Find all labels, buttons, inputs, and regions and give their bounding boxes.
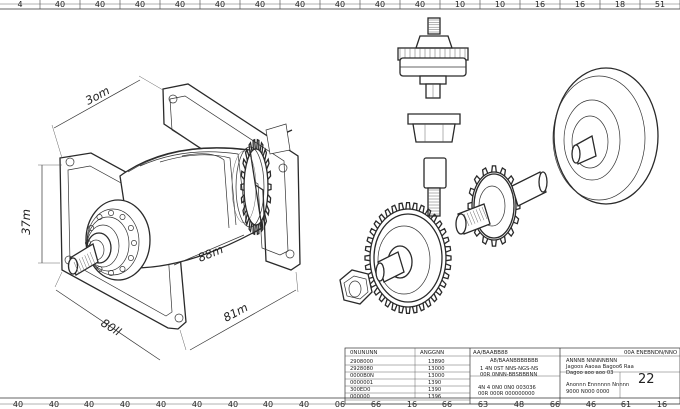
pinion-gear-part <box>455 165 548 247</box>
zone-label-bottom: 40 <box>263 400 273 409</box>
title-block-right-line-1: Jagoos Aaoaa Bagoo6 Raa <box>565 364 634 370</box>
zone-label-bottom: 40 <box>156 400 166 409</box>
title-block-right-code: 00A ENEBNDN/NNO <box>624 350 677 356</box>
zone-label-bottom: 40 <box>84 400 94 409</box>
dimension-lines <box>38 75 299 361</box>
title-block-row-value: 1390 <box>428 380 441 386</box>
title-block-mid-sub: A8/BAANBBBBBBB <box>490 358 539 364</box>
zone-label-bottom: 40 <box>192 400 202 409</box>
zone-label-top: 18 <box>615 0 625 9</box>
zone-label-top: 40 <box>335 0 345 9</box>
title-block-row-value: 13000 <box>428 373 445 379</box>
motor-housing-body <box>119 123 293 269</box>
sheet-number: 22 <box>638 372 655 387</box>
zone-label-bottom: 66 <box>371 400 381 409</box>
title-block-right-header: ANNNB NNNNNBNN <box>566 358 617 364</box>
dimension-mount-width: 81m <box>221 300 250 324</box>
top-spur-gear-part <box>397 17 469 99</box>
rear-gear-ring <box>240 138 272 236</box>
pulley-disc-part <box>552 67 659 205</box>
title-block-left-header-2: ANGGNN <box>420 350 444 356</box>
title-block-mid-line-2: 00R 0NNN-BBSBBBNN <box>480 372 537 378</box>
zone-label-bottom: 48 <box>514 400 524 409</box>
bottom-zone-ticks: 40 40 40 40 40 40 40 40 40 06 66 16 66 63 48 66 46 61 16 <box>13 400 667 409</box>
front-bearing-stack <box>67 199 151 281</box>
title-block-row-value: 1390 <box>428 387 441 393</box>
zone-label-top: 16 <box>575 0 585 9</box>
zone-label-bottom: 16 <box>657 400 667 409</box>
zone-label-top: 10 <box>495 0 505 9</box>
zone-label-bottom: 40 <box>13 400 23 409</box>
title-block-left-header-1: 0NUNUNN <box>350 350 377 356</box>
pinion-gear-teeth <box>467 165 521 247</box>
dimension-base-length: 80ll <box>98 316 124 339</box>
zone-label-top: 40 <box>135 0 145 9</box>
large-spur-gear-part <box>364 201 452 315</box>
title-block-right-extra-1: Anonnn Ennnnnn Nnnnn <box>566 382 629 388</box>
title-block-row-code: 000000 <box>350 394 370 400</box>
title-block-row-code: 0000001 <box>350 380 373 386</box>
zone-label-bottom: 46 <box>586 400 596 409</box>
zone-label-bottom: 40 <box>299 400 309 409</box>
zone-label-bottom: 16 <box>407 400 417 409</box>
hex-collar-part <box>407 113 461 143</box>
title-block-row-value: 1396 <box>428 394 441 400</box>
zone-label-bottom: 40 <box>49 400 59 409</box>
zone-label-bottom: 40 <box>228 400 238 409</box>
bolt-part <box>423 157 447 217</box>
zone-label-top: 10 <box>455 0 465 9</box>
title-block-mid-bottom-2: 00R 000R 000000000 <box>478 391 535 397</box>
zone-label-top: 40 <box>215 0 225 9</box>
zone-label-bottom: 63 <box>478 400 488 409</box>
title-block-row-code: 2908000 <box>350 359 373 365</box>
top-zone-ticks: 4 40 40 40 40 40 40 40 40 40 40 10 10 16 16 18 51 <box>17 0 680 9</box>
zone-label-bottom: 06 <box>335 400 345 409</box>
title-block-left-rows: 2908000 13890 2928080 13000 0000B0N 13000 0000… <box>350 359 445 400</box>
main-assembly-view: 3om 37m 88m 81m 80ll <box>19 75 301 361</box>
title-block-row-value: 13890 <box>428 359 445 365</box>
exploded-parts-view <box>339 17 659 315</box>
zone-label-top: 40 <box>295 0 305 9</box>
zone-label-bottom: 66 <box>442 400 452 409</box>
dimension-height: 37m <box>19 209 33 235</box>
hex-nut-part <box>339 269 373 305</box>
title-block-right-line-2: Dagoo aoo aoo 03 <box>566 370 613 376</box>
zone-label-top: 40 <box>415 0 425 9</box>
title-block-mid-header: AA/BAABB88 <box>473 350 508 356</box>
zone-label-top: 40 <box>375 0 385 9</box>
title-block-row-code: 2928080 <box>350 366 373 372</box>
title-block-mid-bottom-1: 4N 4 0N0 0N0 003036 <box>478 385 536 391</box>
zone-label-top: 16 <box>535 0 545 9</box>
title-block-right-extra-2: 9000 N000 0000 <box>566 389 609 395</box>
zone-label-top: 40 <box>55 0 65 9</box>
title-block-row-code: 300ED0 <box>350 387 370 393</box>
zone-label-top: 40 <box>255 0 265 9</box>
zone-label-bottom: 66 <box>550 400 560 409</box>
zone-label-top: 51 <box>655 0 665 9</box>
zone-label-top: 40 <box>175 0 185 9</box>
title-block: 0NUNUNN ANGGNN 2908000 13890 2928080 13000 0… <box>344 347 680 405</box>
front-shaft-thread <box>73 251 96 275</box>
zone-label-bottom: 40 <box>120 400 130 409</box>
zone-label-top: 40 <box>95 0 105 9</box>
title-block-row-code: 0000B0N <box>350 373 374 379</box>
zone-label-top: 4 <box>17 0 22 9</box>
title-block-mid-line-1: 1 4N 0ST NNS-NGS-NS <box>480 366 538 372</box>
title-block-row-value: 13000 <box>428 366 445 372</box>
zone-label-bottom: 61 <box>621 400 631 409</box>
